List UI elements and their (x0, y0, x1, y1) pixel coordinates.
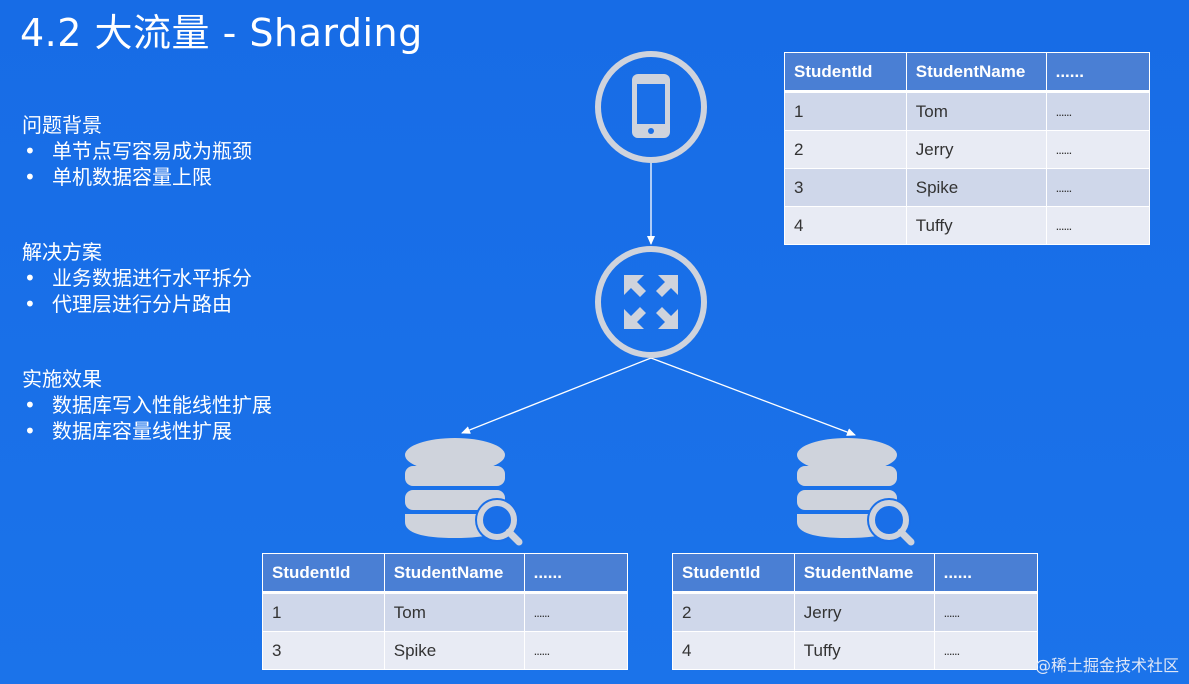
table-row: 1 Tom ...... (784, 91, 1151, 131)
database-search-icon (797, 438, 915, 546)
table-cell: Spike (905, 168, 1047, 207)
section-heading: 解决方案 (22, 240, 102, 264)
table-cell: Jerry (793, 592, 935, 632)
bullet-item: 业务数据进行水平拆分 (22, 265, 252, 291)
column-header: ...... (1045, 52, 1151, 93)
table-cell: 2 (784, 130, 907, 169)
bullet-item: 单节点写容易成为瓶颈 (22, 138, 252, 164)
table-cell: 4 (672, 631, 795, 670)
table-shard-left: StudentId StudentName ...... 1 Tom .....… (262, 553, 629, 670)
table-cell: Tuffy (905, 206, 1047, 245)
column-header: ...... (933, 553, 1039, 594)
bullet-item: 数据库容量线性扩展 (22, 418, 272, 444)
table-cell: 3 (784, 168, 907, 207)
column-header: StudentId (784, 52, 907, 93)
table-row: 4 Tuffy ...... (672, 631, 1039, 670)
watermark: @稀土掘金技术社区 (1034, 656, 1179, 675)
table-cell: 1 (262, 592, 385, 632)
table-cell: Spike (383, 631, 525, 670)
table-cell: ...... (1045, 130, 1151, 169)
column-header: StudentName (383, 553, 525, 594)
table-cell: ...... (933, 631, 1039, 670)
table-cell: Jerry (905, 130, 1047, 169)
column-header: ...... (523, 553, 629, 594)
connector-router-db-left (461, 357, 652, 434)
table-cell: Tom (383, 592, 525, 632)
table-cell: 3 (262, 631, 385, 670)
section-solution: 解决方案 业务数据进行水平拆分 代理层进行分片路由 (22, 239, 252, 317)
table-row: 1 Tom ...... (262, 592, 629, 632)
table-row: 2 Jerry ...... (672, 592, 1039, 632)
column-header: StudentId (262, 553, 385, 594)
table-cell: 1 (784, 91, 907, 131)
table-cell: Tuffy (793, 631, 935, 670)
column-header: StudentId (672, 553, 795, 594)
column-header: StudentName (793, 553, 935, 594)
table-row: 2 Jerry ...... (784, 130, 1151, 169)
mobile-phone-icon (595, 51, 707, 163)
bullet-item: 数据库写入性能线性扩展 (22, 392, 272, 418)
table-cell: ...... (1045, 168, 1151, 207)
table-cell: ...... (523, 631, 629, 670)
table-cell: 2 (672, 592, 795, 632)
connector-router-db-right (650, 357, 856, 436)
table-cell: Tom (905, 91, 1047, 131)
column-header: StudentName (905, 52, 1047, 93)
table-cell: 4 (784, 206, 907, 245)
section-problem: 问题背景 单节点写容易成为瓶颈 单机数据容量上限 (22, 112, 252, 190)
section-effect: 实施效果 数据库写入性能线性扩展 数据库容量线性扩展 (22, 366, 272, 444)
table-cell: ...... (1045, 206, 1151, 245)
router-arrows-icon (595, 246, 707, 358)
bullet-item: 单机数据容量上限 (22, 164, 252, 190)
table-row: 3 Spike ...... (784, 168, 1151, 207)
table-shard-right: StudentId StudentName ...... 2 Jerry ...… (672, 553, 1039, 670)
section-heading: 问题背景 (22, 113, 102, 137)
database-search-icon (405, 438, 523, 546)
table-row: 4 Tuffy ...... (784, 206, 1151, 245)
section-heading: 实施效果 (22, 367, 102, 391)
table-full: StudentId StudentName ...... 1 Tom .....… (784, 52, 1151, 245)
table-cell: ...... (1045, 91, 1151, 131)
bullet-item: 代理层进行分片路由 (22, 291, 252, 317)
table-cell: ...... (523, 592, 629, 632)
table-cell: ...... (933, 592, 1039, 632)
slide-title: 4.2 大流量 - Sharding (20, 11, 423, 55)
table-row: 3 Spike ...... (262, 631, 629, 670)
